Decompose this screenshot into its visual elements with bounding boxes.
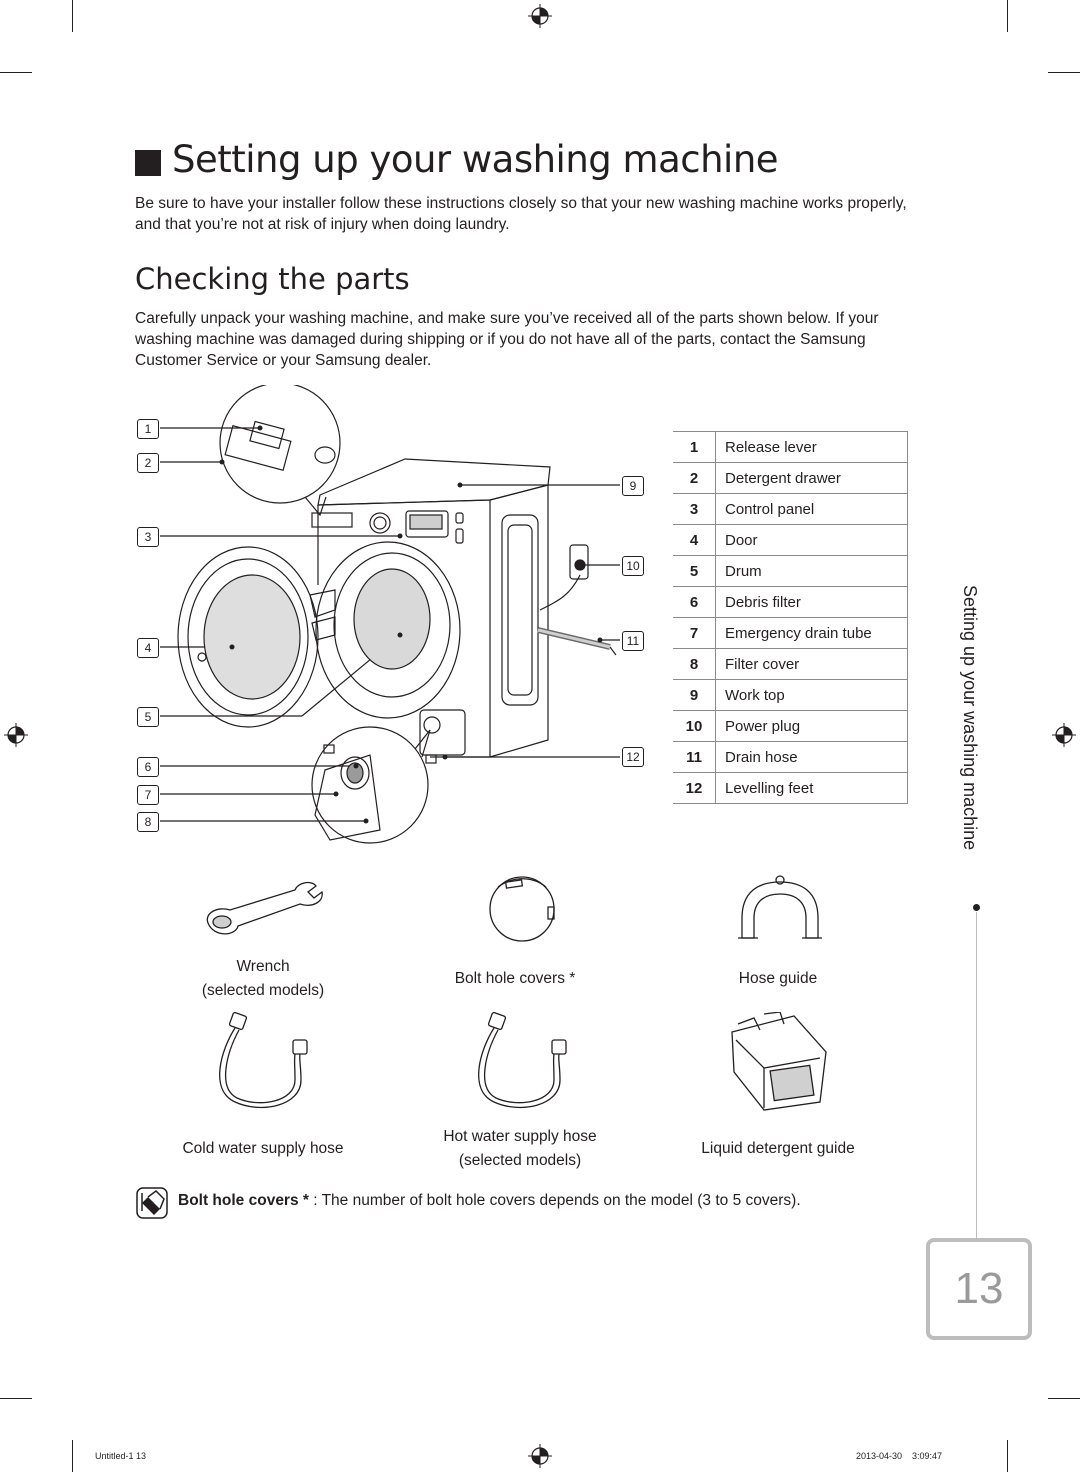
hot-hose-label-line2: (selected models) — [458, 1152, 582, 1169]
callout-7: 7 — [137, 785, 159, 805]
side-tab-line — [976, 912, 977, 1240]
washing-machine-diagram — [160, 385, 620, 844]
part-number: 5 — [673, 555, 716, 587]
part-number: 1 — [673, 431, 716, 463]
part-number: 4 — [673, 524, 716, 556]
callout-8: 8 — [137, 812, 159, 832]
part-number: 9 — [673, 679, 716, 711]
cold-hose-icon — [219, 1011, 308, 1109]
liquid-guide-label: Liquid detergent guide — [701, 1140, 855, 1157]
cold-hose-label: Cold water supply hose — [182, 1140, 344, 1157]
note-text: Bolt hole covers * : The number of bolt … — [178, 1192, 801, 1210]
part-number: 11 — [673, 741, 716, 773]
registration-mark-icon — [528, 4, 552, 28]
part-label: Filter cover — [715, 648, 908, 680]
wrench-label-line2: (selected models) — [201, 982, 325, 999]
part-label: Release lever — [715, 431, 908, 463]
liquid-detergent-guide-icon — [731, 1012, 827, 1111]
bolt-hole-cover-icon — [489, 876, 555, 942]
part-number: 12 — [673, 772, 716, 804]
part-number: 8 — [673, 648, 716, 680]
registration-mark-icon — [528, 1444, 552, 1468]
crop-mark — [1048, 72, 1080, 73]
crop-mark — [72, 0, 73, 32]
callout-3: 3 — [137, 527, 159, 547]
part-label: Drum — [715, 555, 908, 587]
part-number: 2 — [673, 462, 716, 494]
crop-mark — [1007, 1440, 1008, 1472]
side-tab-dot — [973, 904, 980, 911]
part-label: Work top — [715, 679, 908, 711]
part-number: 6 — [673, 586, 716, 618]
note-bold: Bolt hole covers * — [178, 1192, 309, 1209]
registration-mark-icon — [4, 723, 28, 747]
section-paragraph: Carefully unpack your washing machine, a… — [135, 310, 879, 369]
hose-guide-icon — [738, 875, 822, 939]
callout-1: 1 — [137, 419, 159, 439]
crop-mark — [1048, 1398, 1080, 1399]
crop-mark — [1007, 0, 1008, 32]
section-title: Checking the parts — [135, 262, 410, 296]
crop-mark — [0, 1398, 32, 1399]
part-label: Power plug — [715, 710, 908, 742]
callout-12: 12 — [622, 747, 644, 767]
callout-4: 4 — [137, 638, 159, 658]
wrench-label-line1: Wrench — [236, 958, 290, 975]
part-label: Door — [715, 524, 908, 556]
callout-9: 9 — [622, 476, 644, 496]
crop-mark — [0, 72, 32, 73]
page-number: 13 — [954, 1264, 1004, 1313]
bolt-covers-label: Bolt hole covers * — [454, 970, 576, 987]
wrench-icon — [206, 881, 323, 935]
page-number-box: 13 — [926, 1238, 1032, 1340]
part-number: 10 — [673, 710, 716, 742]
side-tab-label: Setting up your washing machine — [960, 585, 980, 851]
hot-hose-label: Hot water supply hose (selected models) — [410, 1125, 630, 1173]
callout-2: 2 — [137, 453, 159, 473]
callout-6: 6 — [137, 757, 159, 777]
registration-mark-icon — [1052, 723, 1076, 747]
wrench-label: Wrench (selected models) — [163, 955, 363, 1003]
hose-guide-label: Hose guide — [738, 970, 818, 987]
part-number: 7 — [673, 617, 716, 649]
footer-date: 2013-04-30 3:09:47 — [856, 1451, 943, 1461]
callout-5: 5 — [137, 707, 159, 727]
part-label: Levelling feet — [715, 772, 908, 804]
footer-file: Untitled-1 13 — [95, 1451, 147, 1461]
intro-paragraph: Be sure to have your installer follow th… — [135, 195, 907, 233]
part-label: Debris filter — [715, 586, 908, 618]
note-body: : The number of bolt hole covers depends… — [308, 1192, 801, 1209]
hot-hose-icon — [478, 1011, 567, 1109]
part-label: Drain hose — [715, 741, 908, 773]
part-label: Emergency drain tube — [715, 617, 908, 649]
part-label: Control panel — [715, 493, 908, 525]
crop-mark — [72, 1440, 73, 1472]
page-title: Setting up your washing machine — [172, 138, 779, 181]
note-icon — [136, 1187, 168, 1219]
part-label: Detergent drawer — [715, 462, 908, 494]
hot-hose-label-line1: Hot water supply hose — [443, 1128, 597, 1145]
callout-11: 11 — [622, 631, 644, 651]
title-bullet-icon — [135, 150, 161, 176]
callout-10: 10 — [622, 556, 644, 576]
part-number: 3 — [673, 493, 716, 525]
